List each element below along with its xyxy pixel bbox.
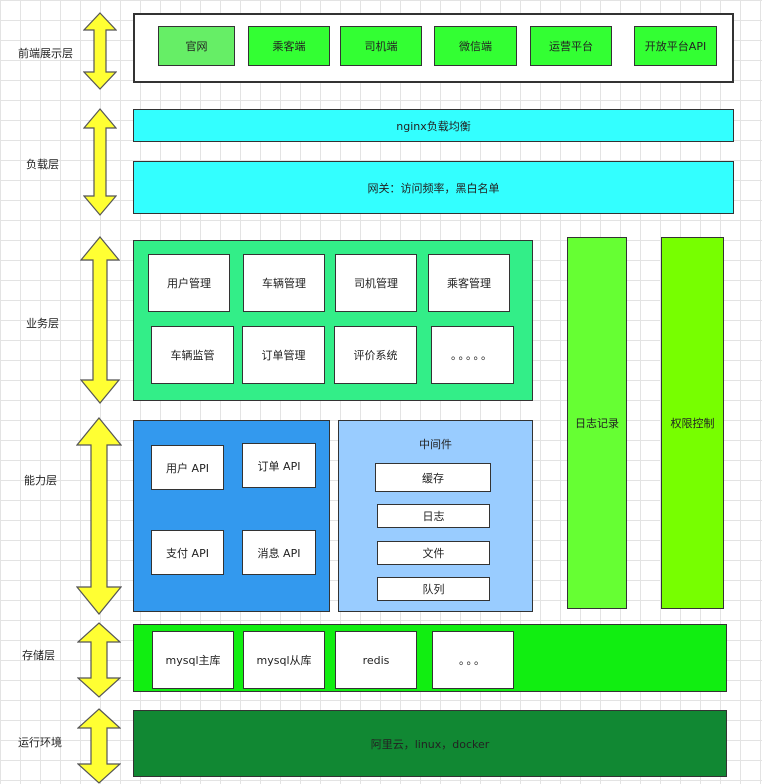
- double-arrow-icon: [83, 12, 117, 90]
- business-item: 。。。。。: [431, 326, 514, 384]
- middleware-item: 日志: [377, 504, 490, 528]
- auth-control-column: 权限控制: [661, 237, 724, 609]
- storage-item: redis: [335, 631, 417, 689]
- layer-label-storage: 存储层: [22, 649, 55, 662]
- layer-label-runtime: 运行环境: [18, 736, 62, 749]
- frontend-item: 官网: [158, 26, 235, 66]
- double-arrow-icon: [80, 236, 120, 404]
- frontend-item: 开放平台API: [634, 26, 717, 66]
- api-item: 用户 API: [151, 445, 224, 490]
- double-arrow-icon: [83, 108, 117, 216]
- storage-item: mysql从库: [243, 631, 325, 689]
- runtime-box: 阿里云，linux，docker: [133, 710, 727, 777]
- layer-label-capability: 能力层: [24, 474, 57, 487]
- middleware-item: 队列: [377, 577, 490, 601]
- api-item: 支付 API: [151, 530, 224, 575]
- api-item: 消息 API: [242, 530, 316, 575]
- business-item: 乘客管理: [428, 254, 510, 312]
- business-item: 车辆管理: [243, 254, 325, 312]
- nginx-box: nginx负载均衡: [133, 109, 734, 142]
- business-item: 评价系统: [334, 326, 417, 384]
- frontend-item: 运营平台: [530, 26, 612, 66]
- log-record-column: 日志记录: [567, 237, 627, 609]
- middleware-item: 文件: [377, 541, 490, 565]
- double-arrow-icon: [77, 622, 121, 698]
- storage-item: mysql主库: [152, 631, 234, 689]
- business-item: 车辆监管: [151, 326, 234, 384]
- layer-label-frontend: 前端展示层: [18, 47, 73, 60]
- frontend-item: 微信端: [434, 26, 517, 66]
- double-arrow-icon: [76, 417, 122, 615]
- layer-label-business: 业务层: [26, 317, 59, 330]
- middleware-item: 缓存: [375, 463, 491, 492]
- storage-item: 。。。: [432, 631, 514, 689]
- business-item: 司机管理: [335, 254, 417, 312]
- business-item: 用户管理: [148, 254, 230, 312]
- middleware-title: 中间件: [419, 438, 452, 451]
- gateway-box: 网关：访问频率，黑白名单: [133, 161, 734, 214]
- double-arrow-icon: [77, 708, 121, 784]
- api-item: 订单 API: [242, 443, 316, 488]
- business-item: 订单管理: [242, 326, 325, 384]
- layer-label-load: 负载层: [26, 158, 59, 171]
- frontend-item: 司机端: [340, 26, 422, 66]
- frontend-item: 乘客端: [248, 26, 330, 66]
